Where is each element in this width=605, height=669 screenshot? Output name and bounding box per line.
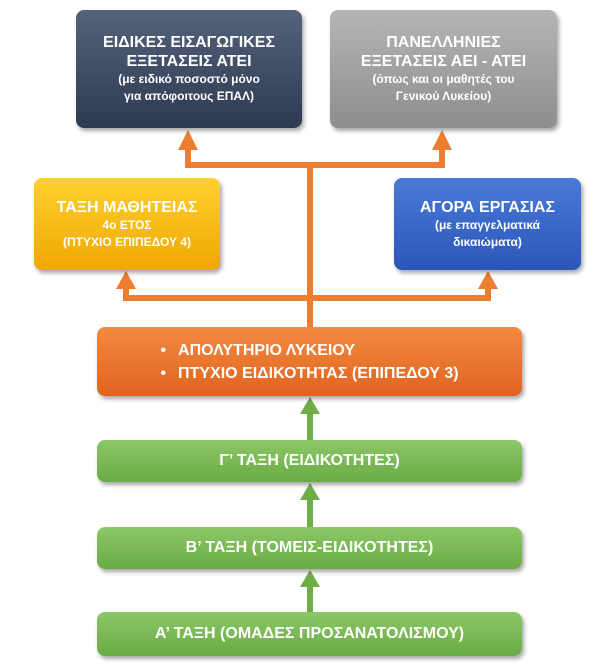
panellinies-note-line1: (όπως και οι μαθητές του (372, 72, 515, 86)
mathiteia-degree: (ΠΤΥΧΙΟ ΕΠΙΠΕΔΟΥ 4) (63, 234, 191, 249)
labor-market-note-line2: δικαιώματα) (453, 234, 522, 249)
class-a-label: Α’ ΤΑΞΗ (ΟΜΑΔΕΣ ΠΡΟΣΑΝΑΤΟΛΙΣΜΟΥ) (154, 625, 465, 642)
green-arrowhead-to-b (300, 570, 320, 587)
orange-branch-middle (123, 285, 491, 301)
epal-box-note-line1: (με ειδικό ποσοστό μόνο (118, 72, 260, 86)
orange-arrowheads (116, 130, 498, 289)
arrowhead-to-mathiteia (116, 271, 136, 289)
class-b-label: Β’ ΤΑΞΗ (ΤΟΜΕΙΣ-ΕΙΔΙΚΟΤΗΤΕΣ) (185, 539, 434, 556)
orange-branch-top (185, 148, 445, 168)
class-a-box: Α’ ΤΑΞΗ (ΟΜΑΔΕΣ ΠΡΟΣΑΝΑΤΟΛΙΣΜΟΥ) (97, 612, 522, 656)
epal-box-note-line2: για απόφοιτους ΕΠΑΛ) (123, 89, 255, 103)
epal-special-exams-box: ΕΙΔΙΚΕΣ ΕΙΣΑΓΩΓΙΚΕΣ ΕΞΕΤΑΣΕΙΣ ΑΤΕΙ (με ε… (76, 10, 302, 128)
class-g-box: Γ’ ΤΑΞΗ (ΕΙΔΙΚΟΤΗΤΕΣ) (97, 440, 522, 482)
mathiteia-class-box: ΤΑΞΗ ΜΑΘΗΤΕΙΑΣ 4ο ΕΤΟΣ (ΠΤΥΧΙΟ ΕΠΙΠΕΔΟΥ … (34, 178, 220, 270)
class-b-box: Β’ ΤΑΞΗ (ΤΟΜΕΙΣ-ΕΙΔΙΚΟΤΗΤΕΣ) (97, 527, 522, 569)
epal-box-title-line1: ΕΙΔΙΚΕΣ ΕΙΣΑΓΩΓΙΚΕΣ (103, 34, 275, 51)
mathiteia-title: ΤΑΞΗ ΜΑΘΗΤΕΙΑΣ (56, 198, 198, 216)
panellinies-note-line2: Γενικού Λυκείου) (395, 89, 492, 103)
arrowhead-to-epal (178, 130, 198, 150)
class-g-label: Γ’ ΤΑΞΗ (ΕΙΔΙΚΟΤΗΤΕΣ) (219, 452, 400, 469)
arrowhead-to-agora (478, 271, 498, 289)
orange-connectors (123, 148, 491, 327)
epal-box-title-line2: ΕΞΕΤΑΣΕΙΣ ΑΤΕΙ (126, 53, 252, 70)
green-connectors (300, 397, 320, 612)
apolytirio-box: ΑΠΟΛΥΤΗΡΙΟ ΛΥΚΕΙΟΥ ΠΤΥΧΙΟ ΕΙΔΙΚΟΤΗΤΑΣ (Ε… (97, 327, 522, 396)
labor-market-box: ΑΓΟΡΑ ΕΡΓΑΣΙΑΣ (με επαγγελματικά δικαιώμ… (394, 178, 581, 270)
mathiteia-year: 4ο ΕΤΟΣ (102, 217, 152, 232)
apolytirio-item-degree: ΠΤΥΧΙΟ ΕΙΔΙΚΟΤΗΤΑΣ (ΕΠΙΠΕΔΟΥ 3) (160, 362, 459, 385)
apolytirio-item-diploma: ΑΠΟΛΥΤΗΡΙΟ ΛΥΚΕΙΟΥ (160, 339, 458, 362)
labor-market-title: ΑΓΟΡΑ ΕΡΓΑΣΙΑΣ (419, 198, 556, 216)
green-arrowhead-to-g (300, 483, 320, 500)
panellinies-title-line2: ΕΞΕΤΑΣΕΙΣ ΑΕΙ - ΑΤΕΙ (360, 53, 527, 70)
panellinies-exams-box: ΠΑΝΕΛΛΗΝΙΕΣ ΕΞΕΤΑΣΕΙΣ ΑΕΙ - ΑΤΕΙ (όπως κ… (330, 10, 557, 128)
green-arrowhead-to-apol (300, 397, 320, 414)
panellinies-title-line1: ΠΑΝΕΛΛΗΝΙΕΣ (386, 34, 501, 51)
arrowhead-to-panellinies (432, 130, 452, 150)
labor-market-note-line1: (με επαγγελματικά (434, 217, 541, 232)
